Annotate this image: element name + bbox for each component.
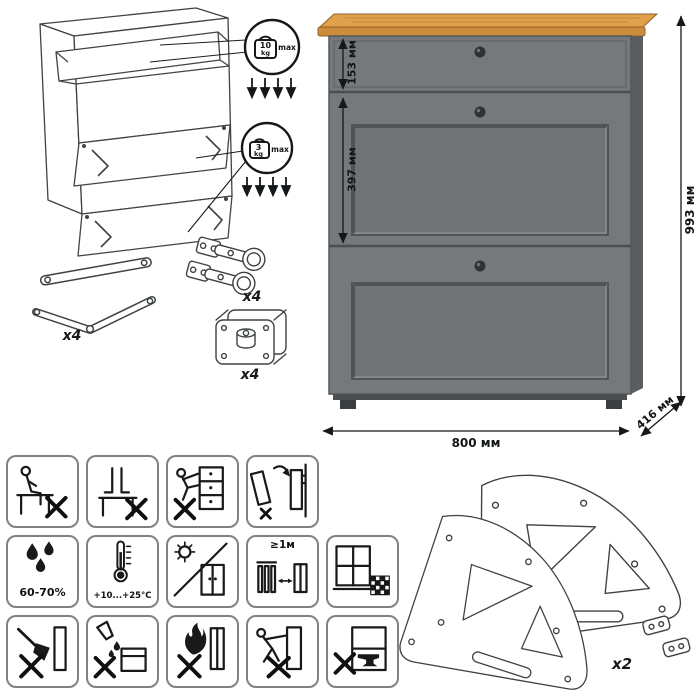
radiator-distance-pictogram [256, 561, 308, 594]
icon-no-standing [86, 455, 159, 528]
dim-total-height: 993 мм [683, 185, 697, 235]
icon-anchor-to-wall [246, 455, 319, 528]
cabinet-wireframe [39, 7, 233, 257]
no-sitting-pictogram [16, 465, 68, 519]
temperature-label: +10...+25°С [93, 591, 152, 601]
side-panel-qty-label: x2 [611, 655, 633, 673]
anvil-pictogram [333, 626, 387, 675]
drawer-load-value: 10 [259, 41, 272, 50]
load-direction-arrows [241, 177, 292, 198]
icon-ventilated-room [326, 535, 399, 608]
icon-humidity-range: 60-70% [6, 535, 79, 608]
dimension-lines [322, 15, 686, 437]
icon-no-direct-sunlight [166, 535, 239, 608]
cabinet-foot [340, 400, 356, 409]
icon-no-climbing [166, 455, 239, 528]
foot-drawing [215, 309, 287, 365]
anchor-to-wall-pictogram [250, 463, 307, 520]
icon-no-liquids [86, 615, 159, 688]
axe-pictogram [16, 626, 67, 679]
hinge-drawing [185, 236, 266, 296]
window-grid-pictogram [332, 545, 390, 596]
thermometer-icon [113, 540, 132, 583]
flame-pictogram [177, 622, 225, 679]
cabinet-render [317, 13, 659, 409]
icon-no-sharp-objects [6, 615, 79, 688]
callout-leader-lines [149, 39, 248, 233]
lid-stay-drawing [32, 257, 156, 334]
flap-bottom-panel [351, 282, 609, 380]
heat-distance-label: ≥1м [270, 539, 295, 551]
icon-heat-source-distance: ≥1м [246, 535, 319, 608]
icon-no-open-flame [166, 615, 239, 688]
flap-stay-sketches [91, 135, 223, 248]
drawer-load-unit: kg [261, 49, 270, 57]
drawer-load-max: max [278, 43, 296, 52]
cabinet-foot [606, 400, 622, 409]
dim-drawer-height: 153 мм [345, 40, 359, 85]
stay-qty-label: x4 [62, 328, 82, 344]
pushing-pictogram [256, 626, 303, 679]
icon-no-sitting [6, 455, 79, 528]
dim-flap-height: 397 мм [345, 147, 359, 192]
flap-middle-panel [351, 124, 609, 236]
load-direction-arrows [246, 78, 297, 100]
foot-qty-label: x4 [240, 367, 260, 383]
flap-load-unit: kg [254, 150, 263, 158]
flap-load-value: 3 [255, 143, 262, 152]
flap-load-callout [240, 121, 294, 198]
icon-no-heavy-objects [326, 615, 399, 688]
top-drawer-front [333, 40, 627, 88]
knobs [474, 46, 486, 272]
icon-temperature-range: +10...+25°С [86, 535, 159, 608]
humidity-label: 60-70% [19, 586, 66, 599]
sun-cabinet-pictogram [173, 541, 228, 597]
side-panels-drawing [395, 474, 691, 700]
spill-pictogram [93, 620, 147, 679]
flap-load-max: max [271, 145, 289, 154]
no-standing-pictogram [98, 467, 148, 521]
wood-top-edge [317, 26, 646, 37]
hinge-qty-label: x4 [242, 289, 262, 305]
dim-width: 800 мм [451, 436, 501, 450]
icon-no-pushing [246, 615, 319, 688]
drawer-load-callout [243, 18, 301, 100]
water-drops-icon [26, 541, 54, 572]
no-climbing-pictogram [173, 466, 224, 521]
cabinet-side [631, 36, 643, 394]
